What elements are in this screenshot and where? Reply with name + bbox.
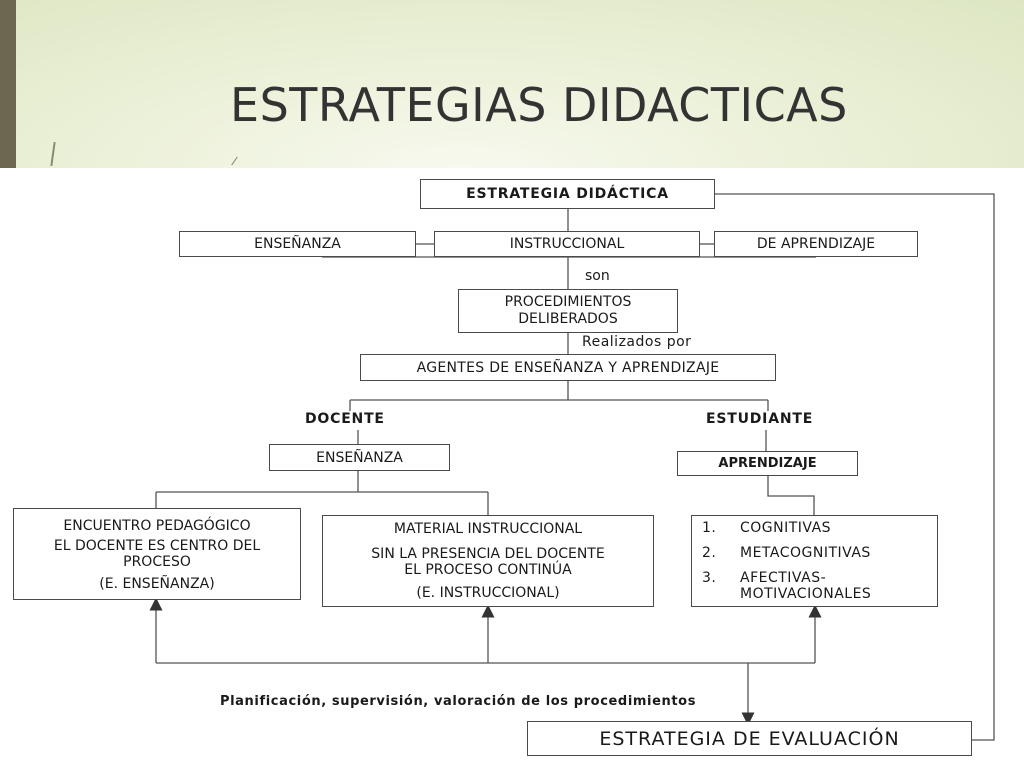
type-box-ensenanza: ENSEÑANZA [179,231,416,257]
aprendizaje-to-list-line [767,476,815,515]
type-label: ENSEÑANZA [254,236,341,252]
encuentro-pedagogico-box: ENCUENTRO PEDAGÓGICO EL DOCENTE ES CENTR… [13,508,301,600]
docente-label: DOCENTE [305,411,385,427]
material-instruccional-box: MATERIAL INSTRUCCIONAL SIN LA PRESENCIA … [322,515,654,607]
material-line: MATERIAL INSTRUCCIONAL [393,521,583,537]
agents-label: AGENTES DE ENSEÑANZA Y APRENDIZAJE [416,359,720,376]
estudiante-box-label: APRENDIZAJE [718,456,817,471]
list-item: 2. METACOGNITIVAS [702,545,927,561]
procedures-box: PROCEDIMIENTOS DELIBERADOS [458,289,678,333]
material-line: (E. INSTRUCCIONAL) [416,585,560,601]
slide-accent-bar [0,0,16,168]
encuentro-line: EL DOCENTE ES CENTRO DEL [53,538,261,554]
docente-box-label: ENSEÑANZA [316,449,403,466]
evaluation-label: ESTRATEGIA DE EVALUACIÓN [599,727,900,750]
list-item-number: 1. [702,520,717,536]
agents-box: AGENTES DE ENSEÑANZA Y APRENDIZAJE [360,354,776,381]
procedures-line: PROCEDIMIENTOS [504,294,632,310]
connector-realizados-label: Realizados por [582,334,692,350]
encuentro-line: (E. ENSEÑANZA) [99,576,215,592]
type-label: DE APRENDIZAJE [756,236,876,252]
encuentro-line: PROCESO [123,554,191,570]
planning-caption: Planificación, supervisión, valoración d… [220,694,697,709]
list-item-text: AFECTIVAS- MOTIVACIONALES [740,570,872,602]
root-to-evaluation-line [715,193,995,741]
slide-title: ESTRATEGIAS DIDACTICAS [230,78,848,132]
evaluation-strategy-box: ESTRATEGIA DE EVALUACIÓN [527,721,972,756]
diagram-connectors [149,193,995,741]
list-item: 1. COGNITIVAS [702,520,927,536]
docente-ensenanza-box: ENSEÑANZA [269,444,450,471]
material-line: EL PROCESO CONTINÚA [404,562,572,578]
material-line: SIN LA PRESENCIA DEL DOCENTE [371,546,605,562]
estudiante-aprendizaje-box: APRENDIZAJE [677,451,858,476]
type-label: INSTRUCCIONAL [509,236,625,252]
list-item-text: METACOGNITIVAS [740,545,871,561]
encuentro-line: ENCUENTRO PEDAGÓGICO [63,518,251,534]
connector-son-label: son [585,268,610,284]
slide-header-background [0,0,1024,168]
list-item-text: COGNITIVAS [740,520,832,536]
root-strategy-label: ESTRATEGIA DIDÁCTICA [466,186,669,202]
strategy-diagram: ESTRATEGIA DIDÁCTICA ENSEÑANZA INSTRUCCI… [0,168,1024,768]
estudiante-label: ESTUDIANTE [706,411,814,427]
learning-strategies-list: 1. COGNITIVAS 2. METACOGNITIVAS 3. AFECT… [691,515,938,607]
type-box-instruccional: INSTRUCCIONAL [434,231,700,257]
procedures-line: DELIBERADOS [518,311,618,327]
root-strategy-box: ESTRATEGIA DIDÁCTICA [420,179,715,209]
list-item-number: 2. [702,545,717,561]
list-item-number: 3. [702,570,717,586]
list-item: 3. AFECTIVAS- MOTIVACIONALES [702,570,927,602]
type-box-aprendizaje: DE APRENDIZAJE [714,231,918,257]
